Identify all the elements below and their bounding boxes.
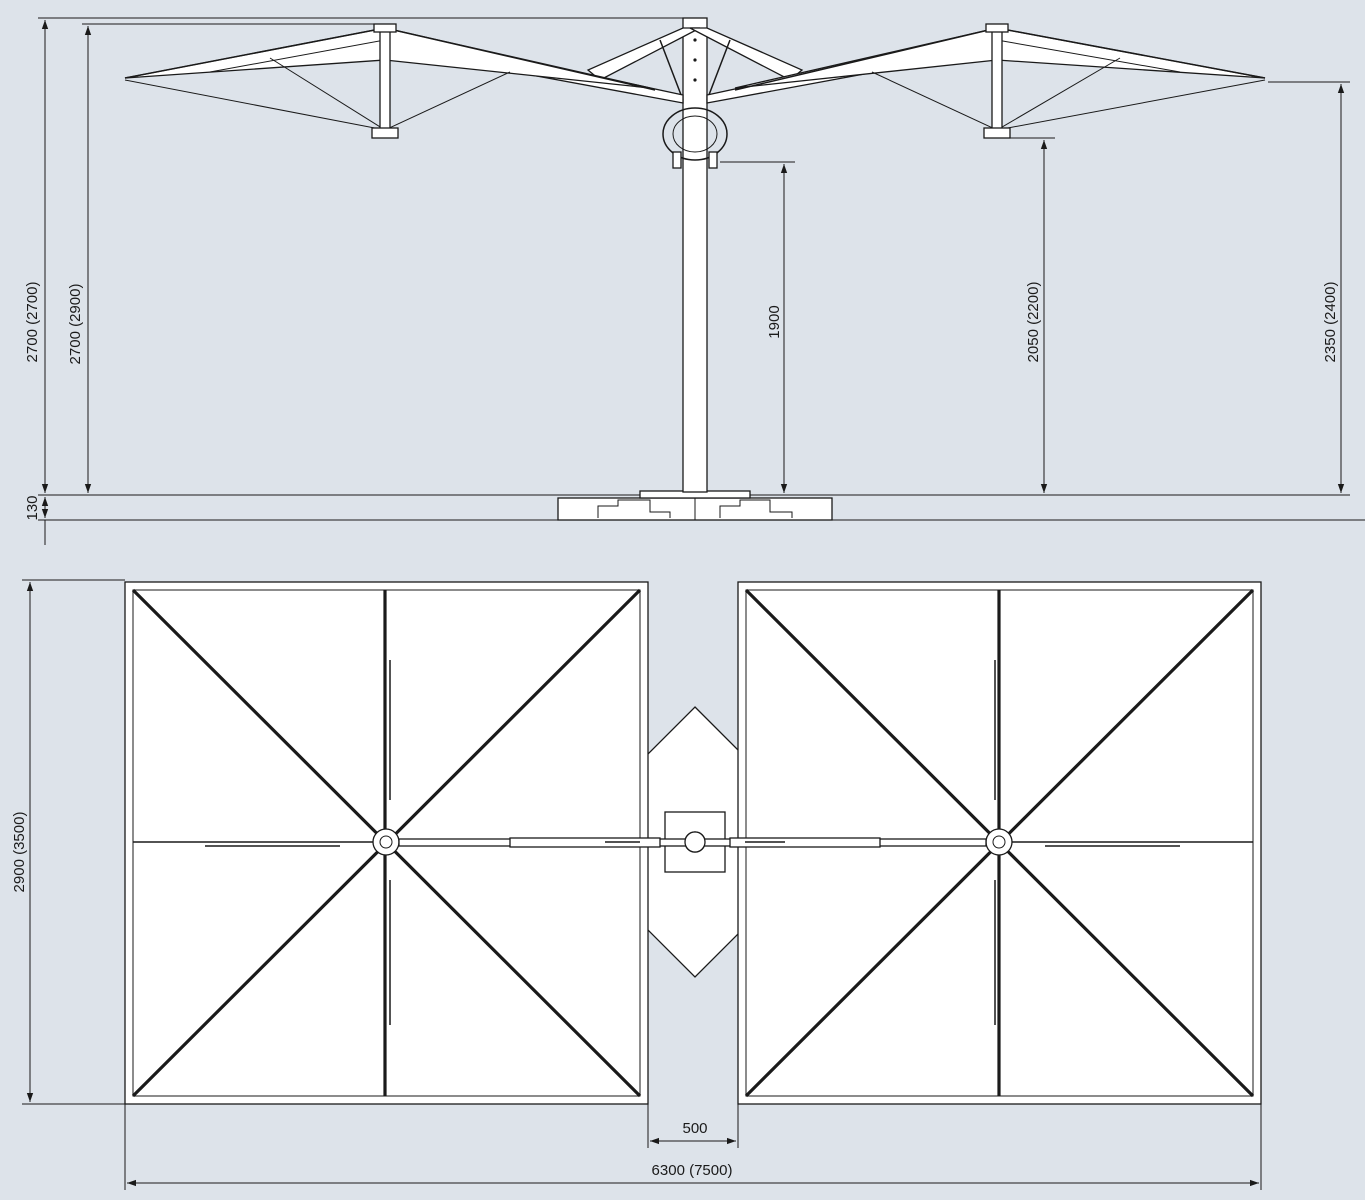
label-inner-edge-height: 2050 (2200) [1025,282,1042,363]
plan-view: 2900 (3500) 500 6300 (7500) [11,579,1262,1190]
label-canopy-depth: 2900 (3500) [11,812,28,893]
umbrella-base [557,490,833,521]
label-base-height: 130 [24,495,41,520]
label-canopy-top-height: 2700 (2900) [67,284,84,365]
side-elevation: 2700 (2700) 2700 (2900) 130 1900 2050 (2… [24,17,1365,545]
plan-arm [398,831,987,853]
right-canopy-side [734,23,1266,139]
label-pole-clearance: 1900 [766,305,783,338]
label-overall-height: 2700 (2700) [24,282,41,363]
central-pole [662,17,728,493]
label-canopy-gap: 500 [682,1120,707,1137]
right-canopy-plan [737,581,1262,1105]
left-canopy-side [124,23,656,139]
label-overall-width: 6300 (7500) [652,1162,733,1179]
label-outer-edge-height: 2350 (2400) [1322,282,1339,363]
